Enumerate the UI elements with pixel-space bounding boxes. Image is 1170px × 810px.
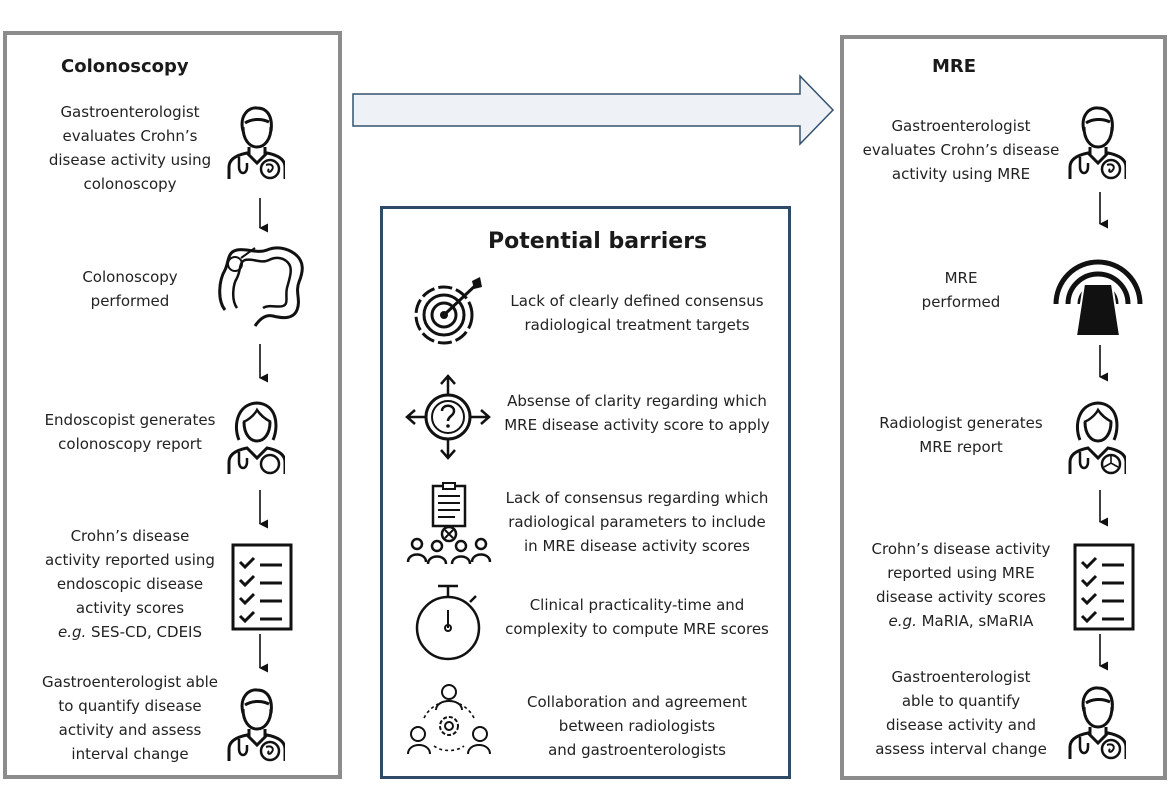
doctor-stomach-icon <box>1066 100 1126 182</box>
left-step-5: Gastroenterologist able to quantify dise… <box>42 673 218 763</box>
flow-arrow-down <box>1099 634 1108 671</box>
question-arrows-icon <box>405 374 491 460</box>
barrier-1: Lack of clearly defined consensus radiol… <box>510 292 764 334</box>
right-step-5: Gastroenterologist able to quantify dise… <box>875 668 1047 758</box>
flow-arrow-down <box>259 490 268 529</box>
right-step-1: Gastroenterologist evaluates Crohn’s dis… <box>862 117 1060 183</box>
barrier-4: Clinical practicality-time and complexit… <box>505 596 769 638</box>
checklist-icon <box>230 542 294 632</box>
mre-title: MRE <box>932 56 977 77</box>
left-step-4: Crohn’s disease activity reported using … <box>45 527 215 617</box>
barrier-5: Collaboration and agreement between radi… <box>527 693 747 759</box>
doctor-stomach-icon <box>1066 680 1126 762</box>
left-step-3: Endoscopist generates colonoscopy report <box>44 411 216 453</box>
female-doctor-stomach-icon <box>225 395 285 477</box>
potential-barriers-title: Potential barriers <box>488 229 708 254</box>
flow-arrow-right <box>352 74 835 146</box>
collaboration-icon <box>407 684 491 755</box>
colonoscopy-title: Colonoscopy <box>61 56 189 77</box>
left-step-4-example: e.g. SES-CD, CDEIS <box>57 623 202 641</box>
barrier-3: Lack of consensus regarding which radiol… <box>505 489 769 555</box>
mri-scanner-icon <box>1053 259 1143 337</box>
barrier-2: Absense of clarity regarding which MRE d… <box>504 392 770 434</box>
stopwatch-icon <box>415 584 481 661</box>
potential-barriers-panel <box>380 206 791 779</box>
right-step-4: Crohn’s disease activity reported using … <box>871 540 1051 606</box>
flow-arrow-down <box>1099 490 1108 527</box>
flow-arrow-down <box>259 634 268 673</box>
colonoscopy-panel <box>3 31 342 779</box>
left-step-1: Gastroenterologist evaluates Crohn’s dis… <box>48 103 212 193</box>
right-step-3: Radiologist generates MRE report <box>879 414 1043 456</box>
colon-icon <box>218 246 304 327</box>
flow-arrow-down <box>259 344 268 383</box>
right-step-2: MRE performed <box>921 269 1001 311</box>
flow-arrow-down <box>1099 345 1108 382</box>
doctor-stomach-icon <box>225 100 285 182</box>
consensus-team-icon <box>406 482 492 565</box>
checklist-icon <box>1072 542 1136 632</box>
flow-arrow-down <box>259 198 268 233</box>
target-icon <box>414 277 482 345</box>
flow-arrow-down <box>1099 192 1108 229</box>
right-step-4-example: e.g. MaRIA, sMaRIA <box>888 612 1034 630</box>
mre-panel <box>840 35 1167 780</box>
female-doctor-radiation-icon <box>1066 395 1126 477</box>
doctor-stomach-icon <box>225 682 285 764</box>
left-step-2: Colonoscopy performed <box>82 268 178 310</box>
